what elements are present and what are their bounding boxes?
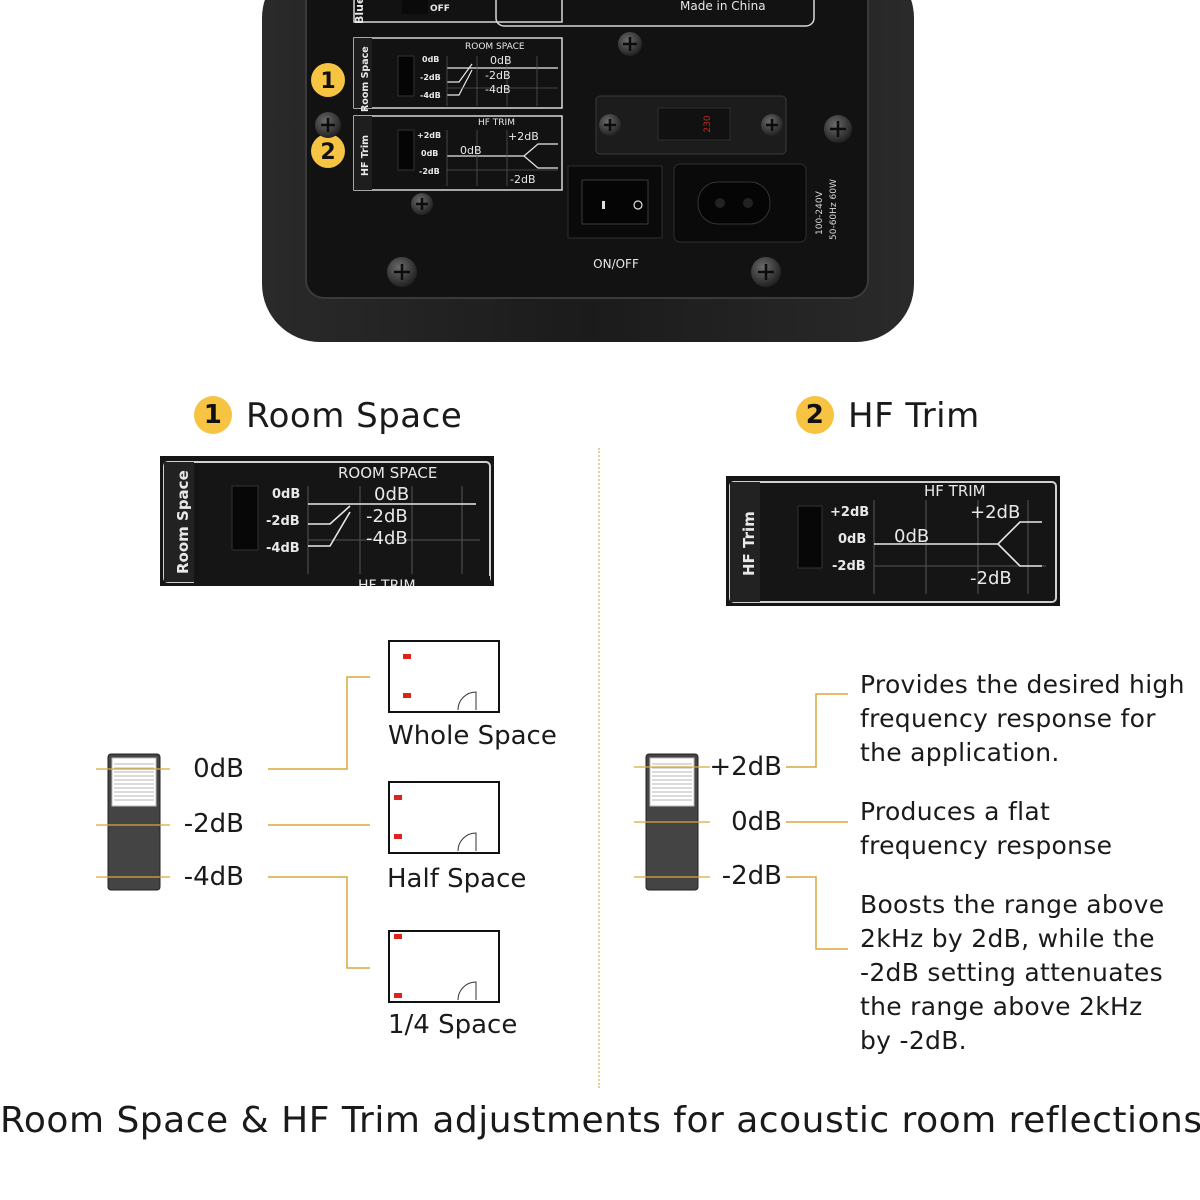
hf-trim-heading: 2 HF Trim	[796, 395, 980, 437]
hf-level-minus2db: -2dB	[721, 861, 782, 891]
svg-text:Room Space: Room Space	[360, 46, 371, 112]
svg-text:0dB: 0dB	[838, 532, 866, 547]
hf-level-plus2db: +2dB	[709, 752, 782, 782]
panel-screws	[315, 32, 852, 287]
svg-text:+2dB: +2dB	[970, 502, 1020, 523]
svg-text:-2dB: -2dB	[970, 568, 1012, 589]
room-level-0db: 0dB	[193, 754, 244, 784]
room-space-title: Room Space	[246, 396, 463, 436]
hf-description-minus2: Boosts the range above 2kHz by 2dB, whil…	[860, 890, 1165, 1055]
svg-text:230: 230	[703, 115, 713, 132]
svg-text:ROOM SPACE: ROOM SPACE	[338, 464, 437, 482]
svg-text:ON/OFF: ON/OFF	[593, 257, 639, 271]
svg-text:0dB: 0dB	[272, 487, 300, 502]
svg-text:ROOM SPACE: ROOM SPACE	[465, 42, 525, 52]
hf-trim-title: HF Trim	[848, 396, 980, 436]
rear-panel-photo: Blue OFF Made in China Room Space 0dB -2…	[262, 0, 914, 342]
leader-quarter-space	[268, 876, 370, 969]
leader-hf-minus2	[786, 876, 848, 950]
room-space-heading: 1 Room Space	[194, 395, 463, 437]
svg-text:OFF: OFF	[430, 4, 450, 14]
hf-level-0db: 0dB	[731, 807, 782, 837]
svg-text:+2dB: +2dB	[417, 131, 441, 140]
svg-text:HF TRIM: HF TRIM	[924, 482, 986, 500]
svg-text:-2dB: -2dB	[832, 559, 866, 574]
svg-text:+2dB: +2dB	[830, 505, 869, 520]
svg-text:Made in China: Made in China	[680, 0, 766, 13]
hf-level-ticks	[634, 766, 710, 878]
svg-text:-2dB: -2dB	[366, 506, 408, 527]
hf-switch-knob	[649, 757, 695, 807]
svg-text:HF Trim: HF Trim	[740, 511, 758, 576]
made-in-label: Made in China	[495, 0, 815, 27]
hf-trim-detail-photo: HF Trim +2dB 0dB -2dB HF TRIM +2dB 0dB -…	[726, 476, 1060, 606]
room-box-half	[388, 781, 500, 854]
svg-text:0dB: 0dB	[422, 55, 439, 64]
room-space-switch-small: Room Space 0dB -2dB -4dB ROOM SPACE 0dB …	[353, 37, 563, 112]
svg-text:0dB: 0dB	[374, 484, 409, 505]
svg-text:-4dB: -4dB	[485, 83, 511, 96]
blue-switch-block: Blue OFF	[353, 0, 563, 24]
hf-trim-diagram	[634, 693, 848, 950]
room-space-diagram	[96, 640, 500, 1003]
svg-text:-4dB: -4dB	[266, 541, 300, 556]
svg-text:Blue: Blue	[353, 0, 366, 24]
placement-quarter-space: 1/4 Space	[388, 1010, 518, 1040]
voltage-selector: 230	[595, 95, 787, 155]
hf-description-0: Produces a flat frequency response	[860, 797, 1113, 860]
svg-text:0dB: 0dB	[421, 149, 438, 158]
hf-description-plus2: Provides the desired high frequency resp…	[860, 670, 1185, 767]
svg-text:HF TRIM: HF TRIM	[478, 118, 515, 128]
center-divider	[598, 448, 600, 1088]
power-switch: ON/OFF	[567, 165, 663, 271]
room-level-minus4db: -4dB	[183, 862, 244, 892]
svg-text:0dB: 0dB	[894, 526, 929, 547]
svg-text:-2dB: -2dB	[510, 173, 536, 186]
leader-whole-space	[268, 676, 370, 770]
callout-badge-2: 2	[311, 134, 345, 168]
svg-text:1: 1	[320, 69, 335, 94]
hf-trim-switch-small: HF Trim +2dB 0dB -2dB HF TRIM +2dB 0dB -…	[353, 115, 563, 191]
svg-text:-2dB: -2dB	[485, 69, 511, 82]
svg-text:-2dB: -2dB	[420, 73, 441, 82]
caption: Room Space & HF Trim adjustments for aco…	[0, 1100, 1200, 1141]
svg-text:2: 2	[320, 140, 335, 165]
svg-text:100-240V: 100-240V	[815, 190, 825, 235]
room-box-whole	[388, 640, 500, 713]
svg-text:0dB: 0dB	[460, 144, 482, 157]
room-switch-knob	[111, 757, 157, 807]
badge-2: 2	[796, 395, 834, 434]
svg-text:-4dB: -4dB	[366, 528, 408, 549]
svg-text:-2dB: -2dB	[266, 514, 300, 529]
placement-half-space: Half Space	[387, 864, 527, 894]
badge-1: 1	[194, 395, 232, 434]
svg-text:50-60Hz 60W: 50-60Hz 60W	[829, 179, 839, 240]
svg-text:0dB: 0dB	[490, 54, 512, 67]
room-level-ticks	[96, 768, 170, 878]
svg-text:+2dB: +2dB	[508, 130, 539, 143]
leader-hf-plus2	[786, 693, 848, 768]
svg-text:Room Space: Room Space	[174, 470, 192, 574]
room-level-minus2db: -2dB	[183, 809, 244, 839]
power-inlet: 100-240V 50-60Hz 60W	[673, 163, 839, 243]
svg-text:HF TRIM: HF TRIM	[358, 578, 416, 586]
svg-text:-2dB: -2dB	[419, 167, 440, 176]
placement-whole-space: Whole Space	[388, 721, 557, 751]
room-space-detail-photo: Room Space 0dB -2dB -4dB ROOM SPACE 0dB …	[160, 456, 494, 586]
svg-text:-4dB: -4dB	[420, 91, 441, 100]
svg-text:HF Trim: HF Trim	[360, 135, 371, 176]
room-box-quarter	[388, 930, 500, 1003]
callout-badge-1: 1	[311, 63, 345, 97]
